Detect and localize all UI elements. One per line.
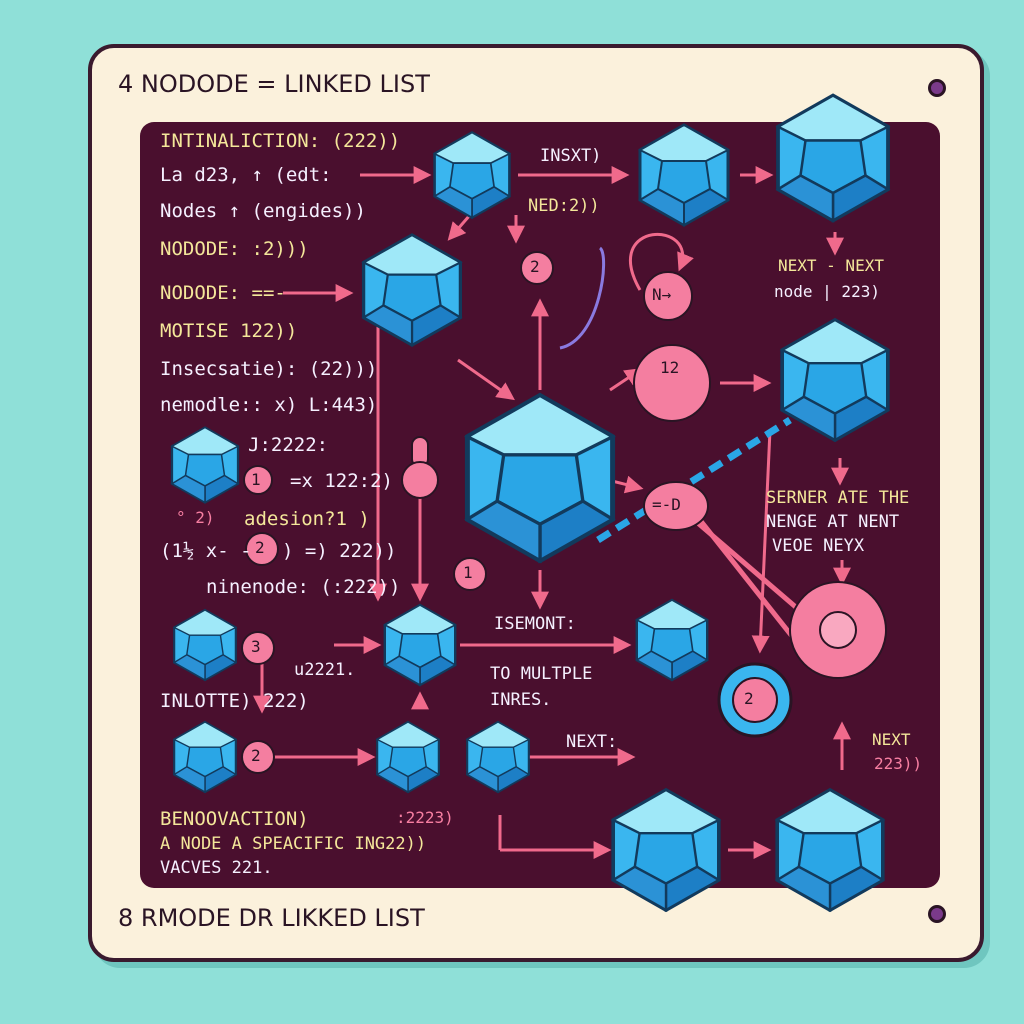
hex-node (433, 131, 511, 219)
flow-label: NEXT - NEXT (778, 256, 884, 275)
flow-label: NENGE AT NENT (766, 512, 900, 532)
flow-label: NEXT (872, 730, 911, 749)
circle-badge (520, 251, 554, 285)
corner-dot-bottom (928, 905, 946, 923)
circle-badge (243, 465, 273, 495)
code-line: (1½ x- - (160, 540, 252, 562)
hex-node (170, 426, 240, 504)
badge-inner (732, 677, 778, 723)
circle-badge (453, 557, 487, 591)
hex-node (638, 123, 730, 227)
circle-label: 3 (251, 637, 261, 656)
flow-label: TO MULTPLE (490, 664, 593, 684)
hex-node (466, 720, 530, 794)
card-footer-title: 8 RMODE DR LIKKED LIST (118, 904, 425, 932)
flow-label: node | 223) (774, 282, 880, 301)
flow-label: VEOE NEYX (772, 536, 865, 556)
code-line: Insecsatie): (22))) (160, 358, 378, 380)
knob-icon (401, 436, 439, 499)
circle-label: 2 (251, 746, 261, 765)
circle-badge (643, 271, 693, 321)
code-line: INTINALICTION: (222)) (160, 130, 401, 152)
flow-label: 223)) (874, 754, 923, 773)
circle-label: 1 (251, 470, 261, 489)
circle-label: N→ (652, 285, 672, 304)
code-line: J:2222: (248, 434, 329, 456)
code-line: BENOOVACTION) (160, 808, 309, 830)
code-line: :2223) (396, 808, 454, 827)
code-line: VACVES 221. (160, 858, 273, 878)
flow-label: SERNER ATE THE (766, 488, 910, 508)
code-line: Nodes ↑ (engides)) (160, 200, 366, 222)
hex-node (776, 93, 890, 223)
curved-link (559, 246, 606, 350)
circle-badge (245, 532, 279, 566)
circle-badge (633, 344, 711, 422)
curved-link (629, 232, 694, 291)
hex-node (173, 720, 237, 794)
card-header-title: 4 NODODE = LINKED LIST (118, 70, 430, 98)
circle-label: 2 (530, 257, 540, 276)
flow-label: NED:2)) (528, 196, 600, 216)
code-line: ° 2) (176, 508, 215, 527)
code-line: =x 122:2) (290, 470, 393, 492)
circle-label: 2 (255, 538, 265, 557)
flow-label: INRES. (490, 690, 552, 710)
code-line: nemodle:: x) L:443) (160, 394, 378, 416)
hex-node (383, 603, 457, 687)
code-line: A NODE A SPEACIFIC ING22)) (160, 834, 427, 854)
hex-node (467, 396, 612, 561)
hex-node (611, 788, 721, 912)
code-line: u2221. (294, 660, 356, 680)
circle-label: 2 (744, 689, 754, 708)
code-line: ninenode: (:222)) (206, 576, 401, 598)
chain-link (596, 417, 792, 543)
code-line: ) =) 222)) (282, 540, 397, 562)
badge-inner (819, 611, 857, 649)
flow-label: INSXT) (540, 146, 602, 166)
code-line: INLOTTE) 222) (160, 690, 309, 712)
code-line: adesion?1 ) (244, 508, 370, 530)
hex-node (173, 608, 237, 682)
circle-label: 12 (660, 358, 680, 377)
circle-label: =-D (652, 495, 681, 514)
connector-arrows (253, 166, 851, 859)
circle-label: 1 (463, 563, 473, 582)
circle-badge (241, 740, 275, 774)
hex-node (775, 788, 885, 912)
pointer-link (698, 518, 797, 642)
hex-node (780, 318, 890, 442)
code-line: La d23, ↑ (edt: (160, 164, 332, 186)
code-line: NODODE: ==- (160, 282, 286, 304)
code-line: NODODE: :2))) (160, 238, 309, 260)
flow-label: ISEMONT: (494, 614, 576, 634)
hex-node (376, 720, 440, 794)
hex-node (635, 598, 709, 682)
code-line: MOTISE 122)) (160, 320, 298, 342)
circle-badge (241, 631, 275, 665)
circle-badge (643, 481, 709, 531)
corner-dot-top (928, 79, 946, 97)
flow-label: NEXT: (566, 732, 618, 752)
